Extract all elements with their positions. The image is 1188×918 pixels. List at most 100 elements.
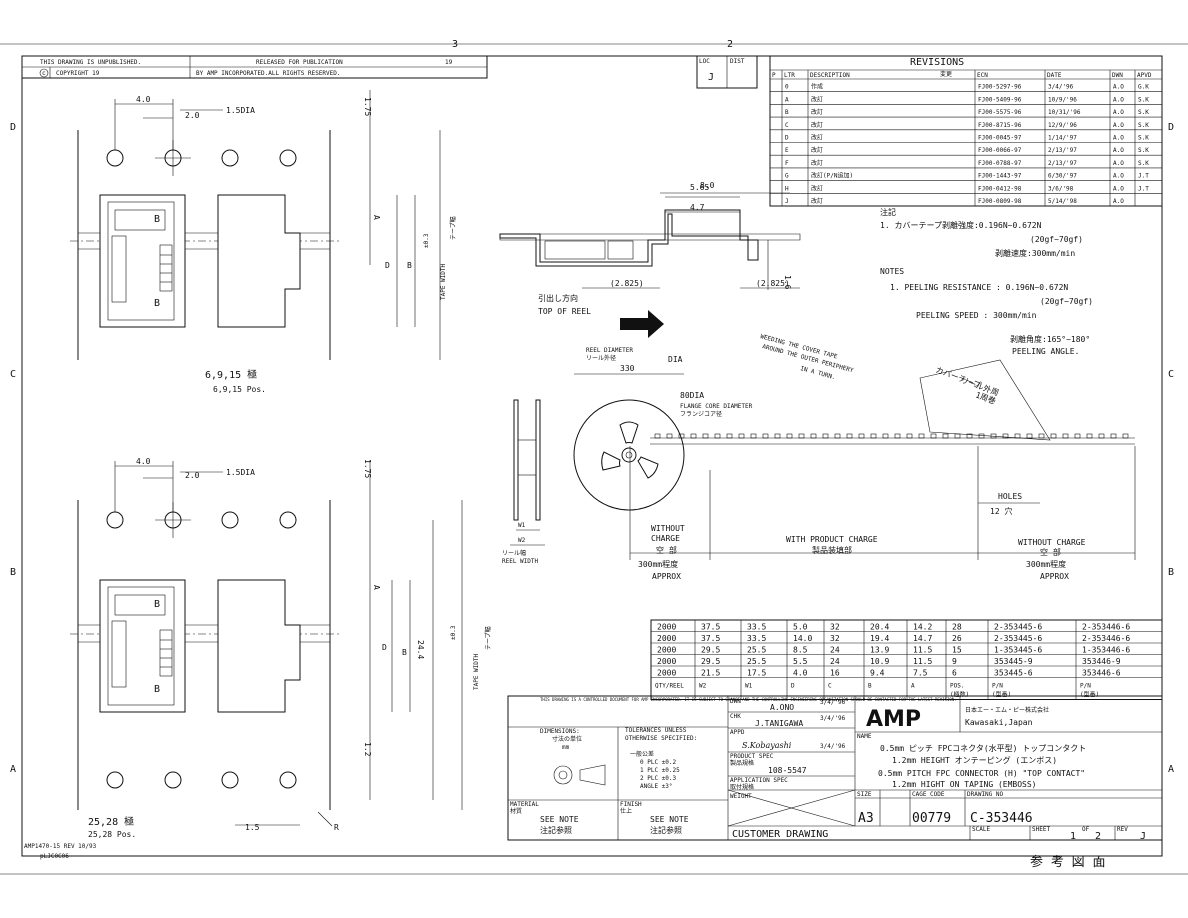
revisions-cell: A (785, 96, 789, 103)
reel-w1: W1 (518, 522, 526, 529)
tape-sprocket-hole (726, 433, 733, 439)
without-charge-2-jp: 空 部 (1040, 547, 1061, 557)
parts-cell: 2000 (657, 634, 676, 643)
revisions-cell: 5/14/'98 (1048, 198, 1077, 205)
parts-cell: 33.5 (747, 623, 766, 632)
section-dim-80: 8.0 (700, 181, 715, 190)
lower-dim-r: R (334, 823, 339, 832)
lower-tape-width-jp: テープ幅 (484, 626, 492, 650)
material-value-jp: 注記参照 (540, 825, 572, 835)
without-charge-2: WITHOUT CHARGE (1018, 538, 1086, 547)
revisions-cell: 改訂 (811, 121, 823, 129)
revisions-cell: 2/13/'97 (1048, 147, 1077, 154)
parts-header: D (791, 683, 795, 690)
lower-dim-15: 1.5 (245, 823, 260, 832)
revisions-cell: FJ00-5575-96 (978, 109, 1022, 116)
sheet-value: 1 (1070, 831, 1076, 842)
revisions-cell: S.K (1138, 109, 1149, 116)
parts-cell: 28 (952, 623, 962, 632)
revisions-cell: FJ00-0412-98 (978, 185, 1022, 192)
revisions-cell: 0 (785, 84, 789, 91)
revisions-cell: 改訂 (811, 108, 823, 116)
reel-core-label: FLANGE CORE DIAMETER (680, 403, 753, 410)
zone-letter-c-right: C (1168, 369, 1174, 380)
tape-sprocket-hole (714, 433, 721, 439)
form-number: AMP1470-15 REV 10/93 (24, 843, 97, 850)
tape-sprocket-hole (678, 433, 685, 439)
revisions-header: P (772, 72, 776, 79)
parts-cell: 26 (952, 634, 962, 643)
product-spec-jp: 製品規格 (730, 759, 754, 767)
revisions-cell: 12/9/'96 (1048, 122, 1077, 129)
revisions-cell: 3/4/'96 (1048, 84, 1074, 91)
parts-cell: 14.0 (793, 634, 812, 643)
upper-dim-d: D (385, 261, 390, 270)
parts-cell: 33.5 (747, 634, 766, 643)
sprocket-hole (106, 771, 124, 789)
parts-cell: 2-353446-6 (1082, 634, 1130, 643)
tolerance-title-2: OTHERWISE SPECIFIED: (625, 735, 697, 742)
notes-angle: PEELING ANGLE. (1012, 347, 1079, 356)
revisions-cell: 改訂(P/N追加) (811, 172, 853, 180)
revisions-cell: 改訂 (811, 95, 823, 103)
reel-dia: DIA (668, 355, 683, 364)
revisions-cell: FJ00-8715-96 (978, 122, 1022, 129)
revisions-cell: 1/14/'97 (1048, 135, 1077, 142)
parts-cell: 32 (830, 634, 840, 643)
parts-cell: 9.4 (870, 669, 885, 678)
tape-sprocket-hole (762, 433, 769, 439)
tolerance-row-3: ANGLE ±3° (640, 783, 673, 790)
disclaimer: THIS DRAWING IS A CONTROLLED DOCUMENT FO… (540, 697, 957, 702)
zone-letter-c: C (10, 369, 16, 380)
reel-view: REEL DIAMETER リール外径 DIA 330 80DIA FLANGE… (502, 333, 1136, 581)
parts-header: QTY/REEL (655, 683, 684, 690)
revisions-cell: FJ00-1443-97 (978, 173, 1022, 180)
reference-drawing-jp: 参 考 図 面 (1030, 854, 1105, 870)
parts-cell: 2-353445-6 (994, 634, 1042, 643)
arrow-right-icon (620, 310, 664, 338)
revisions-cell: 3/6/'98 (1048, 185, 1074, 192)
material-value: SEE NOTE (540, 815, 579, 824)
empty-pocket (217, 579, 301, 713)
sprocket-hole (221, 511, 239, 529)
revisions-cell: A.O (1113, 198, 1124, 205)
revisions-cell: J.T (1138, 185, 1149, 192)
finish-value: SEE NOTE (650, 815, 689, 824)
tape-sprocket-hole (666, 433, 673, 439)
reel-diameter-jp: リール外径 (586, 354, 616, 362)
parts-cell: 25.5 (747, 657, 766, 666)
upper-tape-view: B B 4.0 2.0 1.5DIA 1.75 A D B TAPE WIDTH… (70, 90, 457, 394)
tape-sprocket-hole (1038, 433, 1045, 439)
notes-1: 1. PEELING RESISTANCE : 0.196N~0.672N (890, 283, 1068, 292)
parts-cell: 5.0 (793, 623, 808, 632)
without-charge-1-jp: 空 部 (656, 545, 677, 555)
parts-cell: 13.9 (870, 646, 889, 655)
parts-cell: 24 (830, 646, 840, 655)
revisions-cell: 作成 (811, 83, 823, 91)
tape-sprocket-hole (738, 433, 745, 439)
loc-label: LOC (699, 58, 710, 65)
name-en-1: 0.5mm PITCH FPC CONNECTOR (H) "TOP CONTA… (878, 769, 1085, 778)
revisions-cell: 10/9/'96 (1048, 96, 1077, 103)
parts-cell: 4.0 (793, 669, 808, 678)
tape-sprocket-hole (918, 433, 925, 439)
without-charge-1b: CHARGE (651, 534, 680, 543)
tape-sprocket-hole (1086, 433, 1093, 439)
zone-letter-d: D (10, 122, 16, 133)
parts-header: C (828, 683, 832, 690)
pull-direction-jp: 引出し方向 (538, 293, 578, 303)
revisions-cell: H (785, 185, 789, 192)
connector-pocket (99, 194, 186, 328)
parts-header: W1 (745, 683, 753, 690)
sprocket-hole (221, 149, 239, 167)
revisions-cell: FJ00-0066-97 (978, 147, 1022, 154)
svg-text:B: B (154, 599, 160, 610)
sprocket-hole (279, 771, 297, 789)
tolerance-title: TOLERANCES UNLESS (625, 727, 687, 734)
customer-drawing: CUSTOMER DRAWING (732, 829, 828, 840)
notes-jp-1b: (20gf~70gf) (1030, 235, 1083, 244)
upper-dim-a: A (372, 215, 381, 220)
lower-dim-b: B (402, 648, 407, 657)
revisions-cell: G.K (1138, 84, 1149, 91)
lower-tape-tol: ±0.3 (450, 625, 457, 640)
